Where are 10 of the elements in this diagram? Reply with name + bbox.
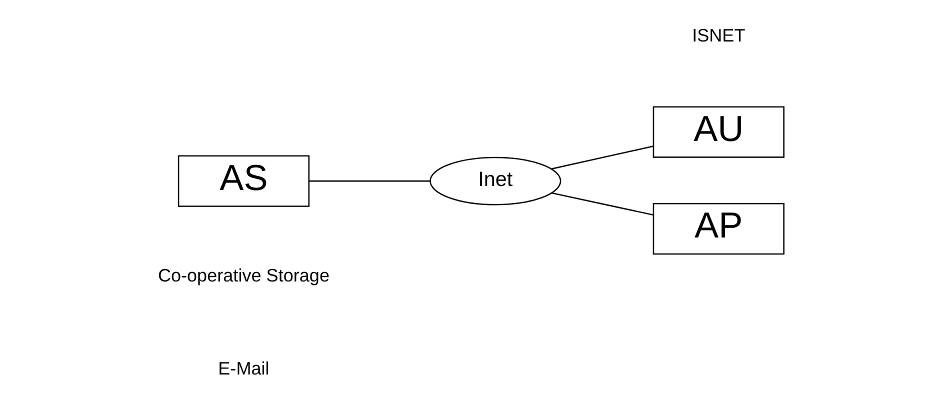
node-box: AU [652, 106, 784, 158]
label: E-Mail [218, 358, 270, 378]
node-ellipse: Inet [430, 156, 562, 206]
connector [552, 146, 654, 170]
connector [309, 180, 430, 182]
node-box: AS [178, 155, 310, 207]
label: ISNET [692, 25, 746, 46]
node-box: AP [652, 203, 784, 255]
connector [552, 192, 654, 216]
label: Co-operative Storage [158, 265, 330, 286]
